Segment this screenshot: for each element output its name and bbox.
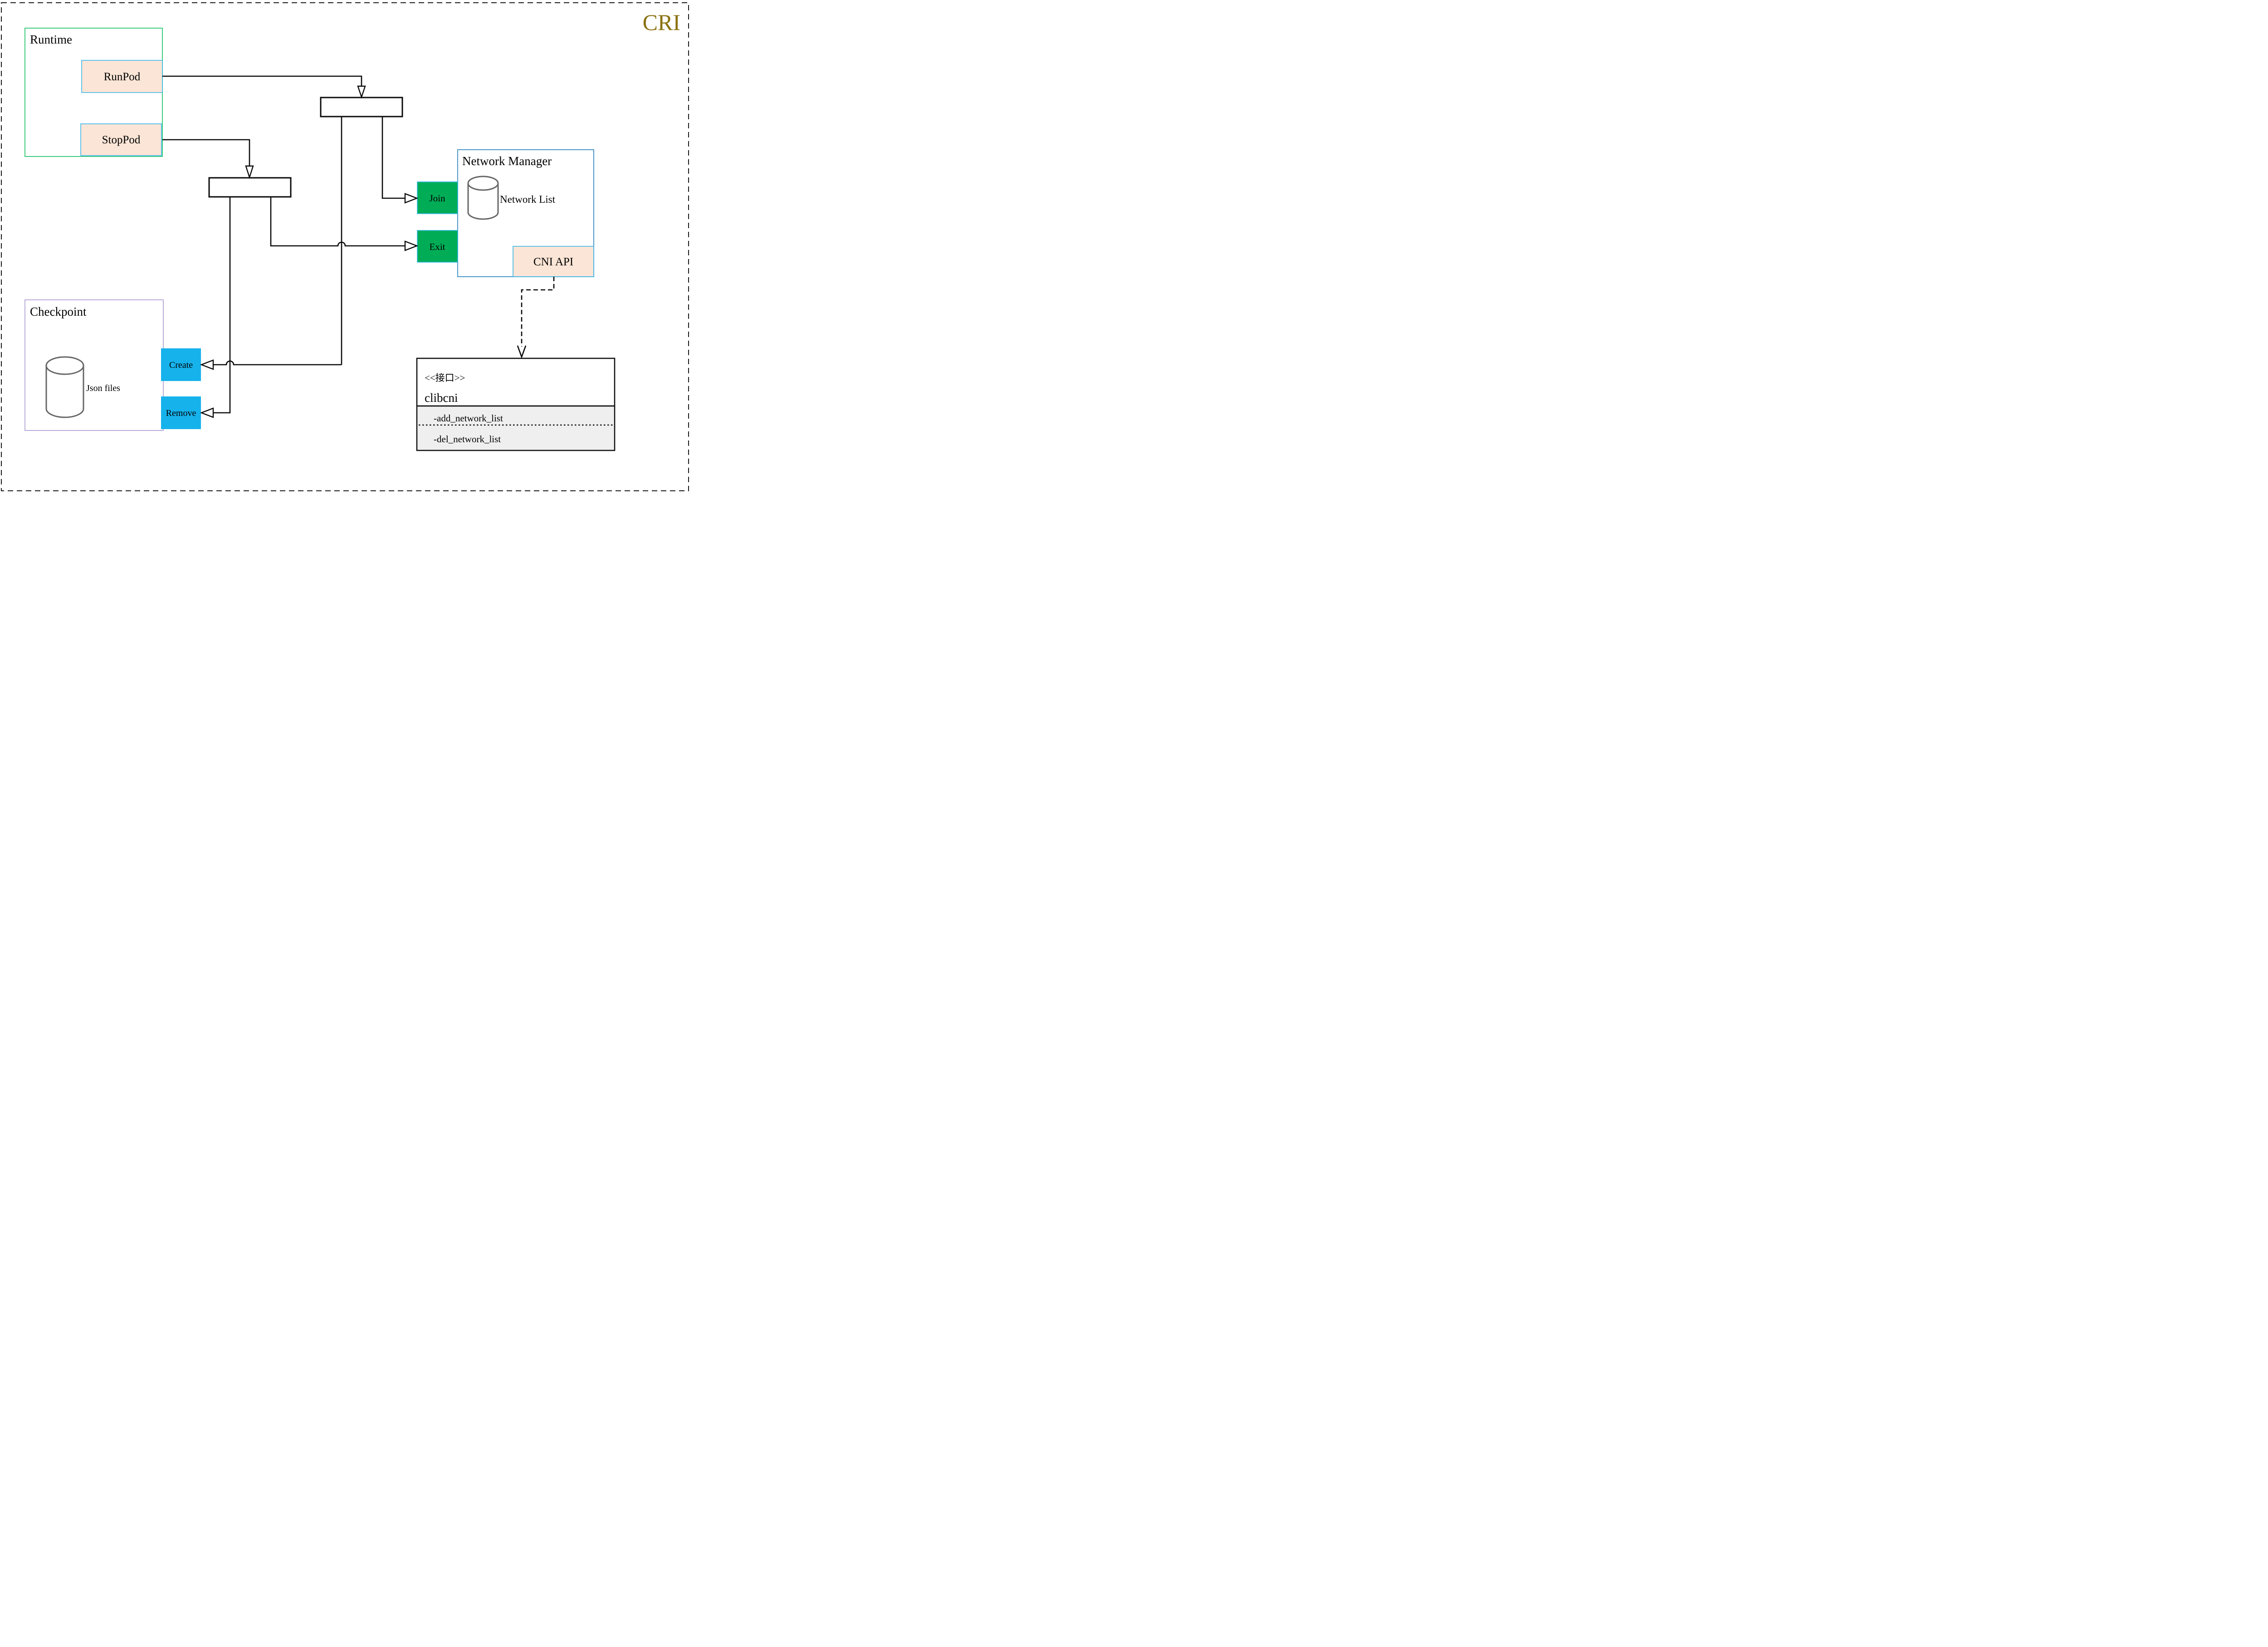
process-rect-runpod [320, 97, 403, 117]
runpod-label: RunPod [104, 71, 141, 83]
diagram-canvas: CRI Runtime RunPod StopPod Network Manag… [0, 0, 701, 493]
cri-architecture-diagram: CRI Runtime RunPod StopPod Network Manag… [1, 2, 689, 491]
interface-method-add: -add_network_list [434, 413, 503, 424]
runtime-box: Runtime RunPod StopPod [24, 28, 163, 157]
cni-api-label: CNI API [533, 256, 573, 268]
connector-process2-to-remove [213, 197, 231, 414]
connector-runpod-to-process [162, 75, 362, 87]
connector-stoppod-to-process [162, 139, 250, 167]
remove-label: Remove [166, 408, 196, 418]
process-rect-stoppod [208, 177, 292, 198]
json-database-icon [45, 356, 84, 418]
page-title: CRI [643, 10, 680, 35]
connector-cniapi-to-clibcni [521, 277, 555, 347]
create-label: Create [169, 360, 193, 370]
interface-stereotype: <<接口>> [425, 372, 465, 383]
connector-process2-to-exit [270, 197, 405, 247]
network-manager-box: Network Manager Network List Join Exit C… [417, 149, 594, 277]
interface-methods-section [418, 406, 614, 450]
interface-name: clibcni [425, 391, 458, 405]
database-icon [467, 176, 499, 220]
remove-node [161, 396, 201, 429]
cni-api-node [513, 246, 594, 277]
arrowhead-open-clibcni [517, 345, 527, 359]
page-border [1, 2, 689, 491]
checkpoint-label: Checkpoint [30, 305, 87, 318]
arrowhead-left-create [200, 359, 214, 370]
json-files-label: Json files [86, 383, 120, 393]
interface-method-del: -del_network_list [434, 434, 501, 445]
checkpoint-box: Checkpoint Json files Create Remove [24, 299, 201, 431]
exit-label: Exit [430, 241, 445, 252]
connector-process1-to-join [381, 117, 405, 199]
arrowhead-right-exit [404, 240, 419, 251]
exit-node [417, 230, 458, 263]
runtime-label: Runtime [30, 33, 72, 46]
arrowhead-down-process1 [357, 85, 366, 99]
interface-box: <<接口>> clibcni -add_network_list -del_ne… [416, 357, 616, 451]
arrowhead-down-process2 [245, 165, 254, 179]
arrowhead-left-remove [200, 407, 214, 418]
stoppod-label: StopPod [102, 134, 141, 146]
network-manager-label: Network Manager [462, 154, 552, 168]
network-list-label: Network List [500, 194, 556, 205]
runpod-node [81, 60, 163, 93]
join-label: Join [429, 193, 445, 204]
join-node [417, 181, 458, 214]
create-node [161, 348, 201, 381]
connectors [162, 75, 555, 418]
stoppod-node [80, 123, 162, 156]
connector-process1-to-create [213, 117, 342, 366]
arrowhead-right-join [404, 193, 419, 204]
